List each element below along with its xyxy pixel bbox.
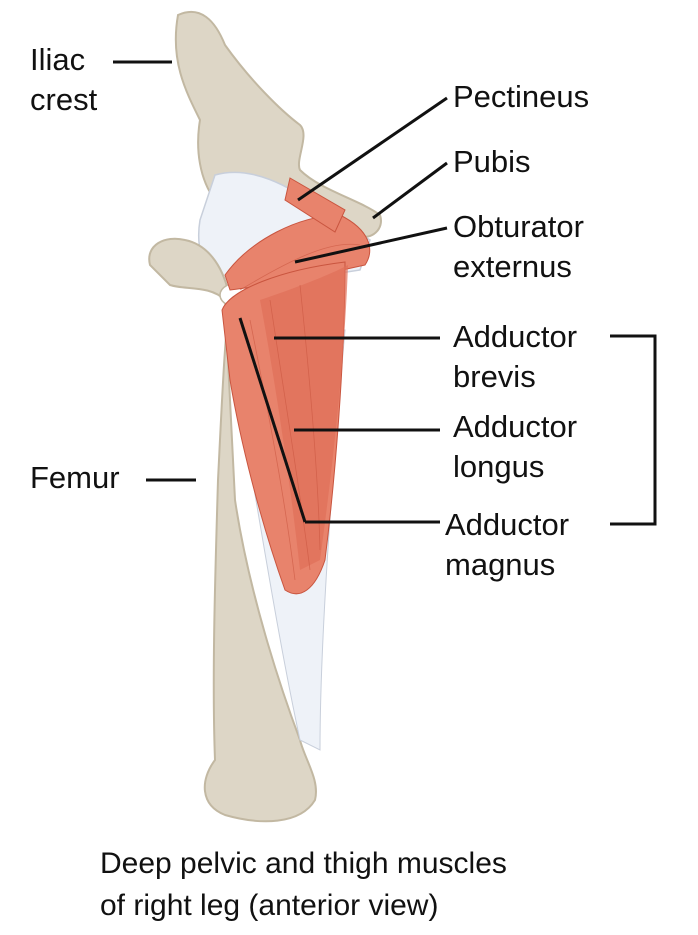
label-line: externus — [453, 249, 572, 284]
label-line: crest — [30, 82, 98, 117]
leader-lines — [113, 60, 657, 526]
label-obturator-externus: Obturator externus — [453, 207, 584, 287]
label-line: Adductor — [453, 409, 578, 444]
label-line: Adductor — [445, 507, 570, 542]
label-line: magnus — [445, 547, 556, 582]
label-line: brevis — [453, 359, 536, 394]
label-line: Adductor — [453, 319, 578, 354]
label-line: Iliac — [30, 42, 86, 77]
label-adductor-longus: Adductor longus — [453, 407, 577, 487]
label-line: longus — [453, 449, 545, 484]
label-iliac-crest: Iliac crest — [30, 40, 97, 120]
adductor-longus-muscle — [260, 265, 348, 570]
figure-caption: Deep pelvic and thigh muscles of right l… — [100, 843, 507, 927]
label-adductor-brevis: Adductor brevis — [453, 317, 577, 397]
label-pubis: Pubis — [453, 144, 531, 179]
caption-line: Deep pelvic and thigh muscles — [100, 847, 507, 880]
label-femur: Femur — [30, 460, 120, 495]
label-pectineus: Pectineus — [453, 79, 590, 114]
pectineus-muscle — [284, 177, 346, 233]
label-adductor-magnus: Adductor magnus — [445, 505, 569, 585]
caption-line: of right leg (anterior view) — [100, 889, 439, 922]
label-line: Obturator — [453, 209, 584, 244]
